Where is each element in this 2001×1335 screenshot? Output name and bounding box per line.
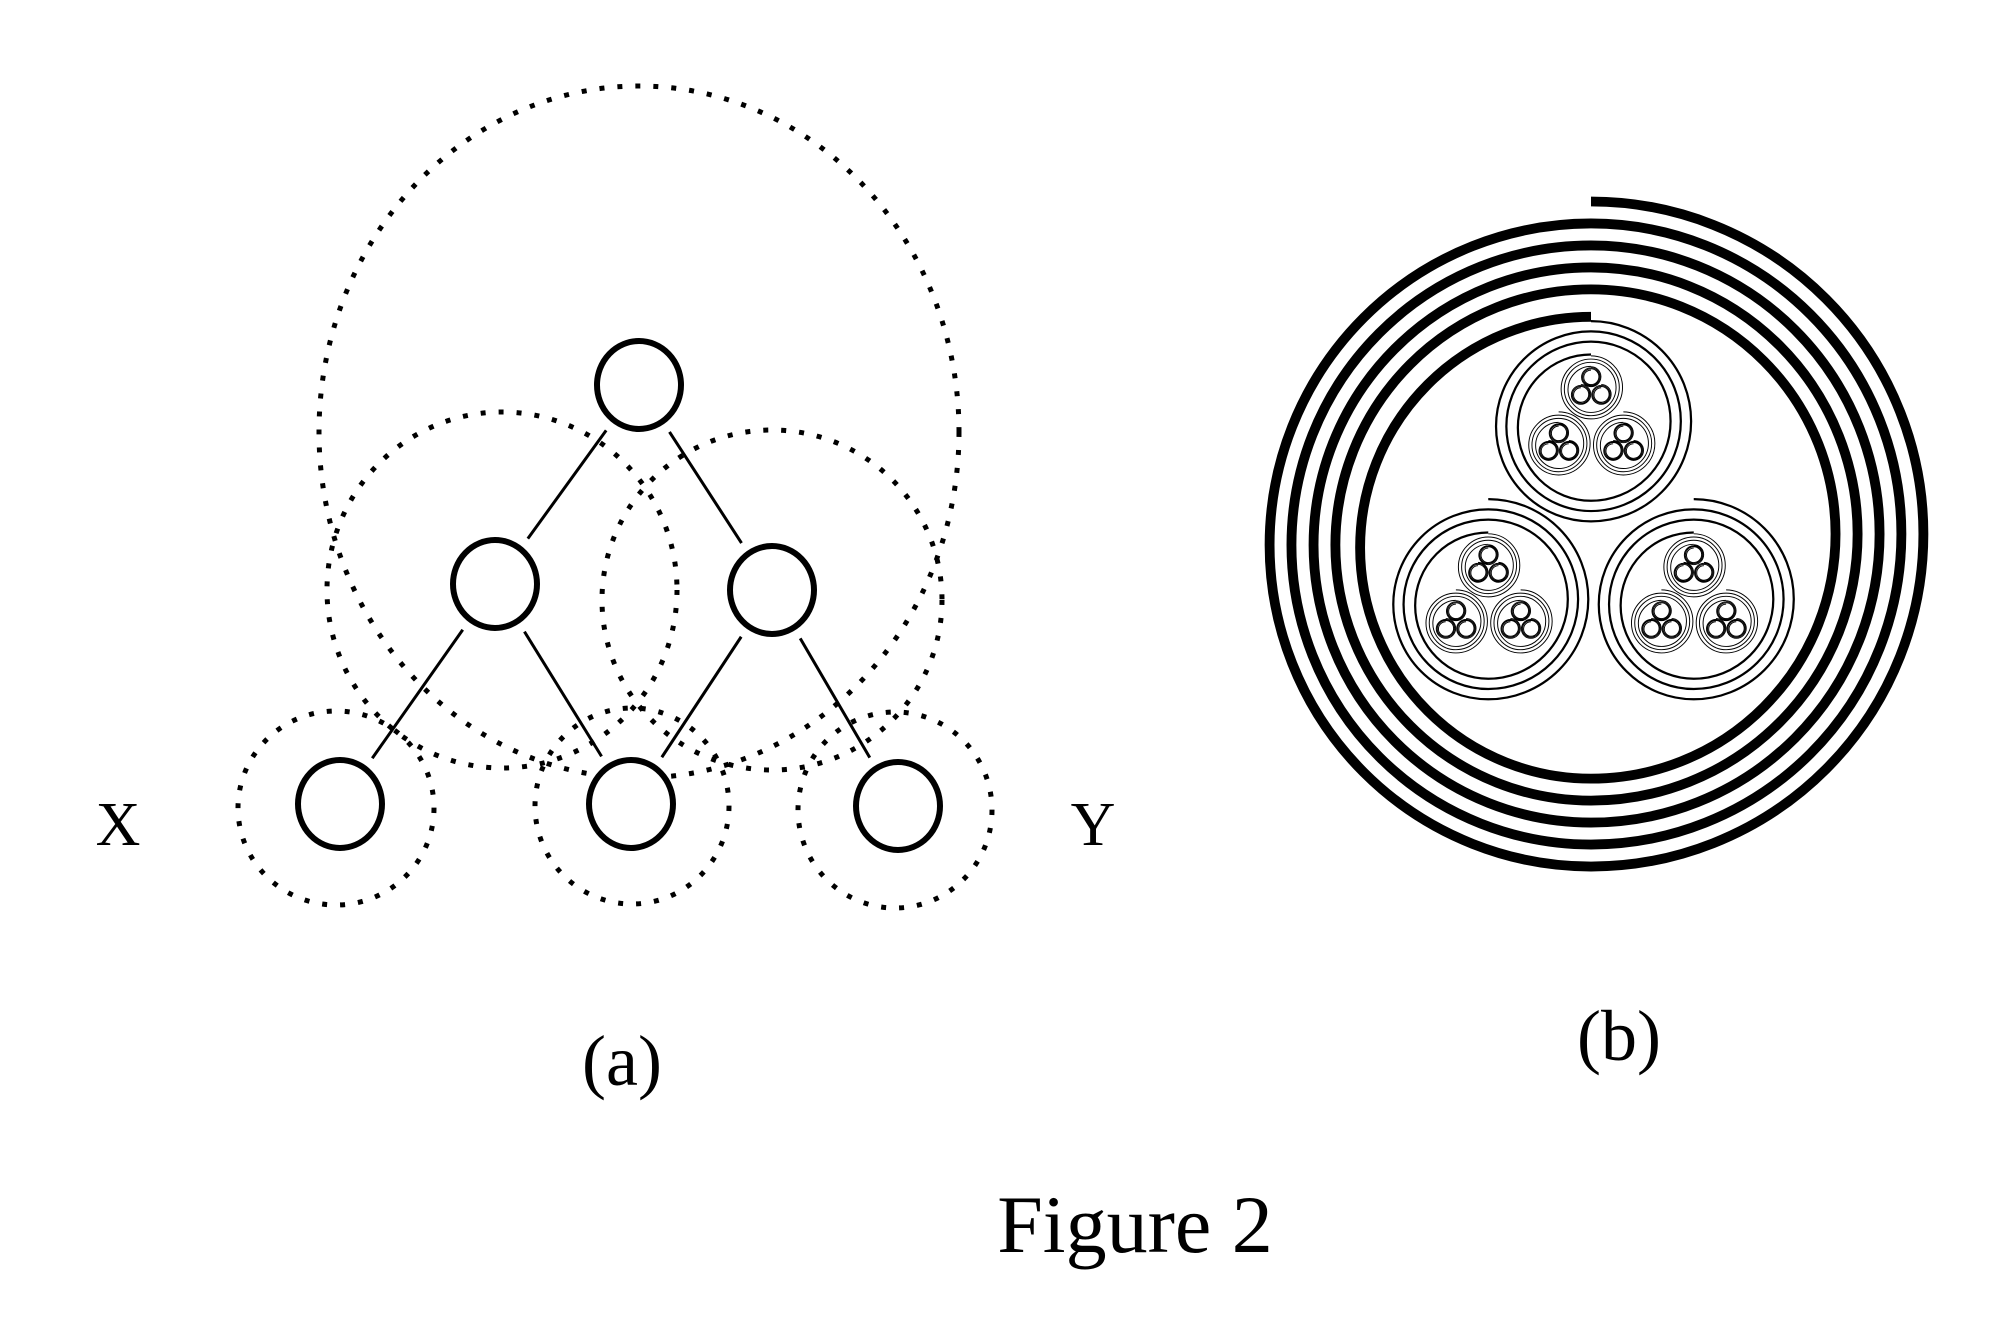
edge-root-to-mid-right bbox=[668, 431, 743, 544]
dotted-leaf-left-region bbox=[235, 708, 437, 908]
cable-sub1-sub2-sub2-spiral bbox=[1641, 617, 1662, 639]
cable-spiral bbox=[1264, 196, 1928, 872]
panel-a-tree-diagram bbox=[235, 83, 995, 911]
dotted-leaf-middle-region bbox=[532, 705, 732, 907]
edge-mid-right-to-leaf-middle bbox=[660, 635, 743, 759]
cable-sub2-sub2-sub0-spiral bbox=[1446, 600, 1467, 622]
cable-sub0-sub2-sub0-spiral bbox=[1548, 422, 1570, 444]
cable-sub1-sub2-sub0-spiral bbox=[1651, 600, 1672, 622]
cable-sub0-sub1-sub0-spiral bbox=[1613, 422, 1634, 444]
cable-sub1-sub1-sub0-spiral bbox=[1716, 600, 1737, 622]
cable-sub1-sub1-spiral bbox=[1695, 589, 1758, 654]
cable-sub1-sub1-sub2-spiral bbox=[1706, 617, 1727, 639]
cable-sub2-sub0-spiral bbox=[1457, 533, 1521, 598]
panel-b-cable-cross-section bbox=[1264, 196, 1928, 872]
cable-sub2-sub1-sub0-spiral bbox=[1510, 600, 1532, 622]
cable-sub2-sub0-sub1-spiral bbox=[1488, 561, 1509, 583]
leaf-label-x: X bbox=[96, 791, 141, 859]
cable-sub0-sub1-spiral bbox=[1593, 411, 1656, 476]
cable-sub0-sub0-sub2-spiral bbox=[1570, 383, 1592, 405]
dotted-mid-left-region bbox=[324, 409, 680, 771]
cable-sub0-sub1-sub1-spiral bbox=[1623, 440, 1644, 461]
tree-node-mid-left bbox=[450, 537, 540, 631]
tree-node-leaf-right bbox=[853, 759, 943, 853]
cable-sub1-sub2-spiral bbox=[1631, 589, 1694, 654]
cable-sub1-sub2-sub1-spiral bbox=[1661, 617, 1682, 639]
cable-sub0-sub0-sub0-spiral bbox=[1581, 366, 1602, 388]
cable-sub0-sub2-sub1-spiral bbox=[1558, 440, 1580, 461]
edge-mid-right-to-leaf-right bbox=[798, 637, 872, 759]
cable-sub2-sub2-sub2-spiral bbox=[1435, 617, 1457, 639]
edge-root-to-mid-left bbox=[526, 429, 608, 540]
cable-sub0-sub2-spiral bbox=[1528, 411, 1591, 476]
tree-node-mid-right bbox=[727, 543, 817, 637]
cable-sub2-sub1-sub2-spiral bbox=[1500, 617, 1521, 639]
dotted-leaf-right-region bbox=[795, 709, 995, 911]
cable-sub0-sub1-sub2-spiral bbox=[1603, 440, 1624, 461]
cable-sub1-sub0-sub0-spiral bbox=[1683, 544, 1705, 566]
dotted-mid-right-region bbox=[599, 427, 945, 773]
leaf-label-y: Y bbox=[1071, 791, 1116, 859]
tree-node-root bbox=[594, 338, 684, 432]
cable-sub0-sub2-sub2-spiral bbox=[1538, 440, 1559, 461]
cable-sub2-sub0-sub2-spiral bbox=[1468, 561, 1489, 583]
cable-sub2-sub2-sub1-spiral bbox=[1456, 617, 1477, 639]
cable-sub1-sub0-spiral bbox=[1663, 533, 1726, 598]
edge-mid-left-to-leaf-left bbox=[371, 628, 464, 760]
cable-sub2-sub0-sub0-spiral bbox=[1478, 544, 1499, 566]
cable-sub1-sub1-sub1-spiral bbox=[1726, 617, 1747, 639]
tree-node-leaf-middle bbox=[586, 757, 676, 851]
cable-sub2-sub2-spiral bbox=[1425, 589, 1488, 654]
cable-sub1-sub0-sub2-spiral bbox=[1673, 561, 1694, 583]
cable-sub0-sub0-spiral bbox=[1560, 355, 1624, 420]
panel-a-label: (a) bbox=[582, 1021, 662, 1101]
cable-sub0-sub0-sub1-spiral bbox=[1591, 383, 1612, 405]
cable-sub2-sub1-spiral bbox=[1490, 589, 1553, 654]
figure-caption: Figure 2 bbox=[997, 1179, 1273, 1270]
panel-b-label: (b) bbox=[1577, 996, 1661, 1076]
cable-sub2-spiral bbox=[1392, 497, 1590, 701]
cable-sub1-sub0-sub1-spiral bbox=[1694, 561, 1715, 583]
cable-sub0-spiral bbox=[1495, 320, 1692, 523]
tree-node-leaf-left bbox=[295, 757, 385, 851]
cable-sub2-sub1-sub1-spiral bbox=[1520, 617, 1542, 639]
edge-mid-left-to-leaf-middle bbox=[523, 630, 603, 758]
cable-sub1-spiral bbox=[1598, 497, 1795, 701]
